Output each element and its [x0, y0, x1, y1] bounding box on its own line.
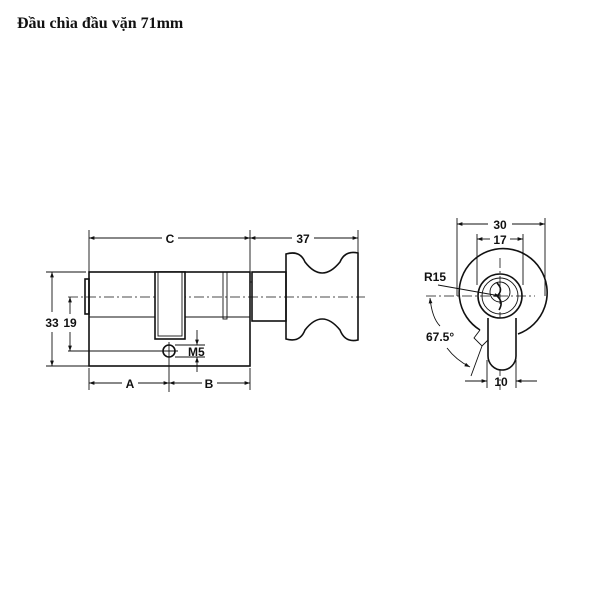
cam-lug: [487, 318, 517, 371]
dim-angle-label: 67.5°: [426, 330, 454, 344]
key-end-nub: [84, 278, 90, 315]
dim-knob-label: 37: [296, 232, 310, 246]
keyway: [495, 282, 502, 311]
cylinder-plug-outer: [477, 273, 523, 319]
side-dimensions: C 37 A B 33 19 M5: [45, 230, 359, 391]
dim-center-label: 19: [63, 316, 77, 330]
dim-c-label: C: [166, 232, 175, 246]
thumb-turn-knob: [285, 251, 359, 342]
dim-radius-label: R15: [424, 270, 446, 284]
cam-shadow: [473, 329, 489, 347]
groove: [222, 271, 228, 320]
knob-shaft: [251, 271, 287, 322]
cylinder-plug-inner: [481, 277, 519, 315]
drawing-title: Đầu chìa đầu vặn 71mm: [17, 15, 184, 32]
dim-a-label: A: [126, 377, 135, 391]
cylinder-front-view: [426, 247, 548, 390]
dim-inner-label: 17: [493, 233, 507, 247]
knob-outline: [458, 247, 548, 335]
cam-slot: [154, 271, 186, 340]
dim-width-label: 30: [493, 218, 507, 232]
dim-cam-label: 10: [494, 375, 508, 389]
front-dimensions: 30 17 R15 67.5° 10: [424, 218, 546, 389]
dim-b-label: B: [205, 377, 214, 391]
dim-screw-label: M5: [188, 345, 205, 359]
cylinder-side-view: [68, 251, 365, 392]
dim-height-label: 33: [45, 316, 59, 330]
